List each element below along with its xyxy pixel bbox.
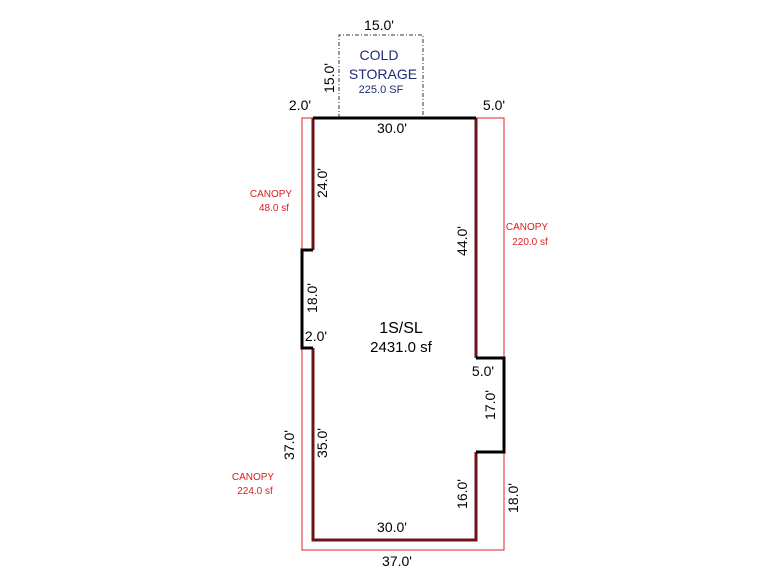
canopy-right-area: 220.0 sf (512, 237, 548, 248)
dim-left-bump: 18.0' (304, 283, 320, 313)
dim-right-upper: 44.0' (454, 226, 470, 256)
dim-left-upper: 24.0' (314, 168, 330, 198)
dim-right-bump-width: 5.0' (472, 363, 494, 379)
dim-right-bump: 17.0' (482, 390, 498, 420)
building-area: 2431.0 sf (370, 339, 433, 356)
dim-bottom: 30.0' (377, 519, 407, 535)
cold-storage-title-2: STORAGE (349, 66, 417, 82)
dim-left-canopy-lower: 37.0' (281, 430, 297, 460)
canopy-left-lower-outline (301, 348, 505, 551)
dim-top: 30.0' (377, 120, 407, 136)
canopy-left-upper-label: CANOPY (250, 189, 293, 200)
left-bump-wall (300, 248, 313, 350)
canopy-left-upper-outline (301, 117, 313, 251)
dim-left-lower: 35.0' (314, 428, 330, 458)
dim-right-canopy-lower: 18.0' (505, 483, 521, 513)
dim-bottom-canopy: 37.0' (382, 553, 412, 569)
canopy-right-label: CANOPY (506, 222, 549, 233)
dim-top-right: 5.0' (483, 97, 505, 113)
cold-storage-area: 225.0 SF (359, 84, 404, 96)
building-label: 1S/SL (379, 320, 423, 337)
cold-storage-outline (338, 34, 424, 118)
canopy-right-outline (476, 117, 505, 358)
dim-top-left: 2.0' (289, 97, 311, 113)
cold-storage-width-dim: 15.0' (364, 17, 394, 33)
canopy-left-upper-area: 48.0 sf (259, 203, 289, 214)
canopy-left-lower-area: 224.0 sf (237, 486, 273, 497)
cold-storage-depth-dim: 15.0' (321, 63, 337, 93)
main-building-wall (311, 118, 478, 542)
right-bump-wall (476, 356, 506, 454)
canopy-left-lower-label: CANOPY (232, 472, 275, 483)
dim-left-bump-width: 2.0' (305, 328, 327, 344)
cold-storage-title-1: COLD (360, 47, 399, 63)
dim-right-lower: 16.0' (454, 479, 470, 509)
